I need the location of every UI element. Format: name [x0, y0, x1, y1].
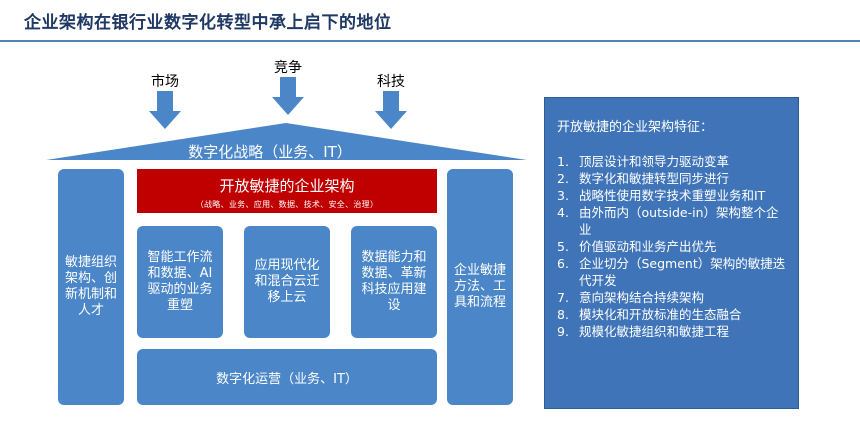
features-heading: 开放敏捷的企业架构特征：	[557, 120, 714, 135]
left-pillar-label: 敏捷组织架构、创新机制和人才	[64, 255, 117, 318]
item-text: 规模化敏捷组织和敏捷工程	[579, 324, 730, 339]
list-item: 3. 战略性使用数字技术重塑业务和IT	[557, 187, 788, 204]
list-item: 7. 意向架构结合持续架构	[557, 289, 788, 306]
force-technology: 科技	[366, 71, 416, 129]
list-item: 6. 企业切分（Segment）架构的敏捷迭代开发	[557, 255, 788, 289]
list-item: 5. 价值驱动和业务产出优先	[557, 238, 788, 255]
title-divider	[0, 40, 860, 42]
force-market-label: 市场	[151, 74, 179, 90]
item-number: 7.	[557, 290, 569, 305]
operations-label: 数字化运营（业务、IT）	[216, 371, 358, 387]
item-number: 1.	[557, 154, 569, 169]
item-text: 数字化和敏捷转型同步进行	[579, 171, 730, 186]
column-label: 数据能力和数据、革新科技应用建设	[361, 250, 427, 313]
down-arrow-icon	[375, 91, 407, 129]
list-item: 9. 规模化敏捷组织和敏捷工程	[557, 323, 788, 340]
item-number: 5.	[557, 239, 569, 254]
list-item: 8. 模块化和开放标准的生态融合	[557, 306, 788, 323]
left-pillar: 敏捷组织架构、创新机制和人才	[58, 169, 124, 405]
item-text: 战略性使用数字技术重塑业务和IT	[579, 188, 766, 203]
right-pillar: 企业敏捷方法、工具和流程	[447, 169, 513, 405]
item-number: 9.	[557, 324, 569, 339]
down-arrow-icon	[272, 77, 304, 115]
column-label: 智能工作流和数据、AI驱动的业务重塑	[147, 250, 213, 313]
item-text: 价值驱动和业务产出优先	[579, 239, 717, 254]
banner-title: 开放敏捷的企业架构	[219, 177, 355, 195]
down-arrow-icon	[149, 91, 181, 129]
column-label: 应用现代化和混合云迁移上云	[254, 258, 320, 305]
item-text: 意向架构结合持续架构	[579, 290, 705, 305]
item-number: 3.	[557, 188, 569, 203]
features-panel: 开放敏捷的企业架构特征： 1. 顶层设计和领导力驱动变革 2. 数字化和敏捷转型同步…	[544, 97, 799, 409]
column-intelligent-workflow: 智能工作流和数据、AI驱动的业务重塑	[137, 226, 223, 338]
right-pillar-label: 企业敏捷方法、工具和流程	[453, 263, 506, 310]
roof-label: 数字化战略（业务、IT）	[188, 143, 352, 161]
list-item: 1. 顶层设计和领导力驱动变革	[557, 153, 788, 170]
column-app-modernization: 应用现代化和混合云迁移上云	[244, 226, 330, 338]
list-item: 2. 数字化和敏捷转型同步进行	[557, 170, 788, 187]
item-number: 4.	[557, 205, 569, 220]
item-number: 2.	[557, 171, 569, 186]
item-text: 顶层设计和领导力驱动变革	[579, 154, 730, 169]
list-item: 4. 由外而内（outside-in）架构整个企业	[557, 204, 788, 238]
item-text: 由外而内（outside-in）架构整个企业	[579, 205, 779, 237]
banner-subtitle: （战略、业务、应用、数据、技术、安全、治理）	[195, 200, 379, 209]
item-number: 8.	[557, 307, 569, 322]
item-text: 模块化和开放标准的生态融合	[579, 307, 742, 322]
force-competition: 竞争	[263, 57, 313, 115]
digital-operations-base: 数字化运营（业务、IT）	[137, 349, 437, 405]
features-list: 1. 顶层设计和领导力驱动变革 2. 数字化和敏捷转型同步进行 3. 战略性使用数字技…	[557, 153, 788, 340]
force-technology-label: 科技	[377, 74, 405, 90]
item-text: 企业切分（Segment）架构的敏捷迭代开发	[579, 256, 786, 288]
page-title: 企业架构在银行业数字化转型中承上启下的地位	[24, 13, 392, 33]
force-market: 市场	[140, 71, 190, 129]
column-data-capability: 数据能力和数据、革新科技应用建设	[351, 226, 437, 338]
force-competition-label: 竞争	[274, 60, 302, 76]
enterprise-architecture-banner: 开放敏捷的企业架构 （战略、业务、应用、数据、技术、安全、治理）	[137, 169, 437, 213]
item-number: 6.	[557, 256, 569, 271]
